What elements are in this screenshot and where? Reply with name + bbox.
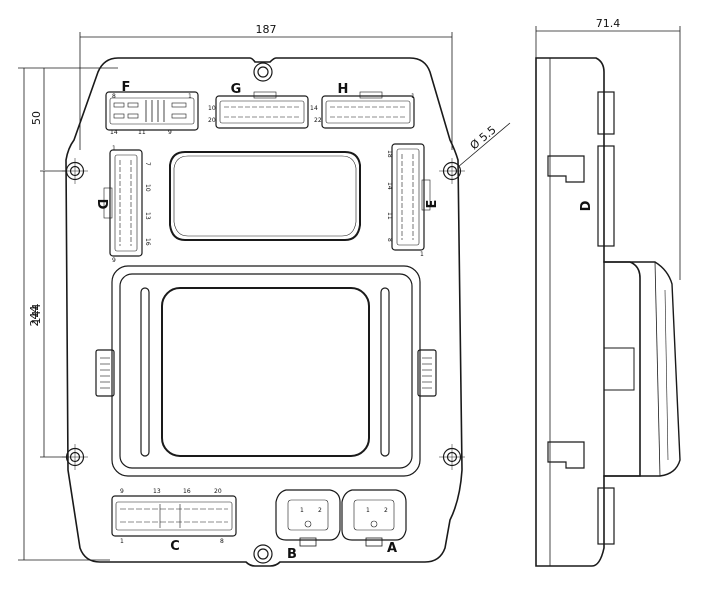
pin-H-22: 22 bbox=[314, 117, 322, 124]
pin-D-10: 10 bbox=[144, 184, 151, 192]
mount-hole-right-upper bbox=[439, 158, 465, 184]
pin-E-18: 18 bbox=[386, 150, 393, 158]
pin-C-16: 16 bbox=[183, 488, 191, 495]
pin-E-1: 1 bbox=[420, 251, 424, 258]
side-clip-lower bbox=[547, 441, 585, 469]
pin-D-13: 13 bbox=[144, 212, 151, 220]
display-window bbox=[169, 151, 361, 241]
mount-hole-left-lower bbox=[62, 444, 88, 470]
mount-boss-bottom bbox=[253, 544, 273, 564]
pin-A-2: 2 bbox=[384, 507, 388, 514]
pin-D-1: 1 bbox=[112, 145, 116, 152]
connector-label-D: D bbox=[94, 199, 109, 210]
dim-depth: 71.4 bbox=[596, 17, 621, 30]
pin-F-9: 9 bbox=[168, 129, 172, 136]
pin-G-1: 1 bbox=[310, 105, 314, 112]
pin-E-14: 14 bbox=[386, 182, 393, 190]
pin-D-7: 7 bbox=[144, 162, 151, 166]
pin-C-13: 13 bbox=[153, 488, 161, 495]
connector-H bbox=[321, 91, 415, 129]
front-view bbox=[62, 57, 465, 567]
mount-hole-left-upper bbox=[62, 158, 88, 184]
pin-E-11: 11 bbox=[386, 212, 393, 220]
mount-boss-top bbox=[253, 62, 273, 82]
dim-width: 187 bbox=[256, 23, 277, 36]
side-housing bbox=[535, 57, 641, 567]
pin-H-4: 4 bbox=[314, 105, 318, 112]
display-window-inner bbox=[173, 155, 357, 237]
mount-hole-right-lower bbox=[439, 444, 465, 470]
dimension-lines bbox=[18, 26, 681, 561]
pin-F-14: 14 bbox=[110, 129, 118, 136]
side-connector-top bbox=[597, 91, 615, 135]
dim-height: 244 bbox=[28, 306, 41, 327]
mount-hole-bottom bbox=[257, 548, 269, 560]
housing-outline bbox=[65, 57, 463, 567]
dim-top-offset: 50 bbox=[30, 111, 43, 125]
pin-C-9: 9 bbox=[120, 488, 124, 495]
side-connector-mid bbox=[597, 145, 615, 247]
latch-right bbox=[417, 349, 437, 397]
pin-G-20: 20 bbox=[208, 117, 216, 124]
connector-label-G: G bbox=[231, 82, 242, 97]
side-clip-upper bbox=[547, 155, 585, 183]
connector-F bbox=[105, 91, 199, 131]
connector-G bbox=[215, 91, 309, 129]
pin-B-2: 2 bbox=[318, 507, 322, 514]
mount-hole-top bbox=[257, 66, 269, 78]
pin-A-1: 1 bbox=[366, 507, 370, 514]
pin-F-1: 1 bbox=[188, 93, 192, 100]
connector-label-B: B bbox=[287, 547, 297, 562]
pin-D-9: 9 bbox=[112, 257, 116, 264]
lower-cover-outer bbox=[111, 265, 421, 477]
side-view-label: D bbox=[579, 200, 594, 211]
side-view bbox=[535, 57, 681, 567]
dim-hole-diameter: Ø 5.5 bbox=[468, 123, 499, 152]
connector-D bbox=[103, 149, 143, 257]
lower-cover-mid bbox=[119, 273, 413, 469]
pin-C-20: 20 bbox=[214, 488, 222, 495]
pin-D-16: 16 bbox=[144, 238, 151, 246]
connector-E bbox=[391, 143, 431, 251]
cover-rib-left bbox=[140, 287, 150, 457]
side-connector-bottom bbox=[597, 487, 615, 545]
latch-left bbox=[95, 349, 115, 397]
pin-C-1: 1 bbox=[120, 538, 124, 545]
connector-label-C: C bbox=[170, 539, 180, 554]
connector-label-H: H bbox=[338, 82, 349, 97]
pin-C-8: 8 bbox=[220, 538, 224, 545]
connector-label-F: F bbox=[122, 80, 131, 95]
pin-F-8: 8 bbox=[112, 93, 116, 100]
connector-A bbox=[341, 489, 407, 547]
connector-C bbox=[111, 495, 237, 537]
pin-H-1: 1 bbox=[411, 93, 415, 100]
side-cover bbox=[603, 261, 681, 477]
pin-B-1: 1 bbox=[300, 507, 304, 514]
lower-cover-inner bbox=[161, 287, 370, 457]
pin-E-8: 8 bbox=[386, 238, 393, 242]
pin-F-11: 11 bbox=[138, 129, 146, 136]
dim-hole-spacing: 144 bbox=[30, 304, 43, 325]
connector-B bbox=[275, 489, 341, 547]
pin-G-10: 10 bbox=[208, 105, 216, 112]
connector-label-A: A bbox=[387, 541, 397, 556]
side-latch bbox=[603, 347, 635, 391]
cover-rib-right bbox=[380, 287, 390, 457]
connector-label-E: E bbox=[425, 200, 440, 209]
